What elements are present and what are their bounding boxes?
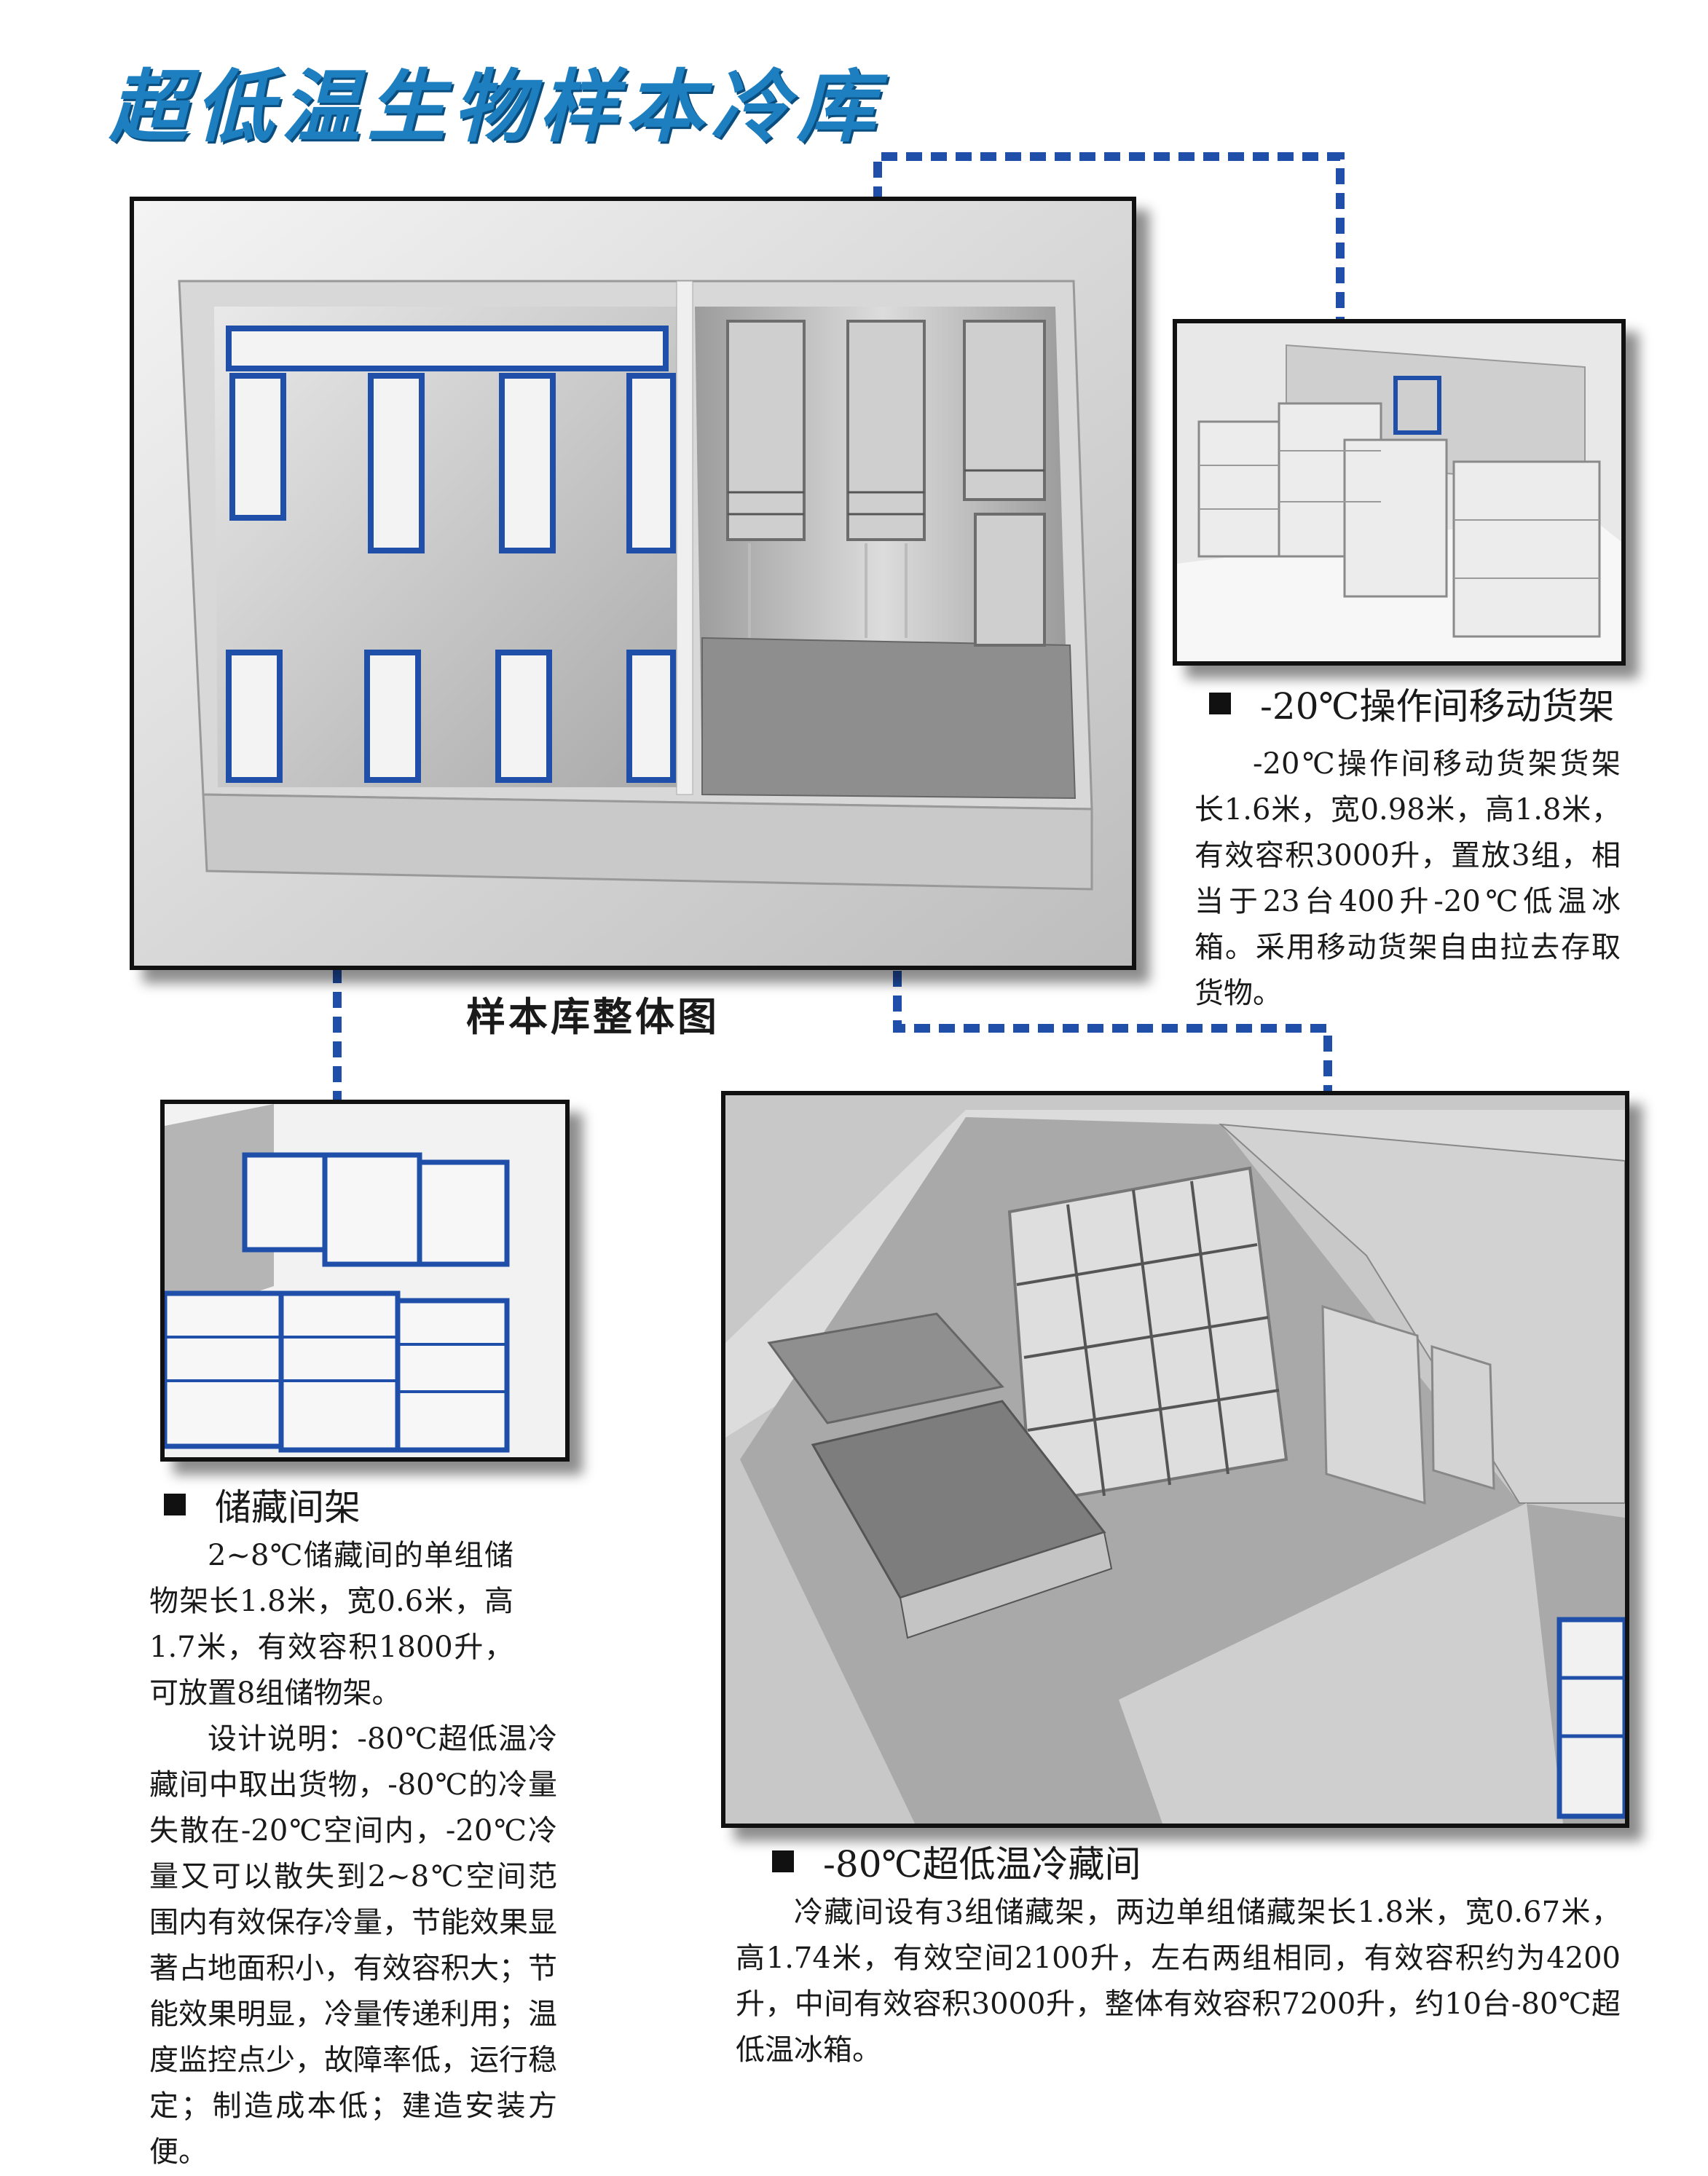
storage-shelf-body: 2~8℃储藏间的单组储物架长1.8米，宽0.6米，高1.7米，有效容积1800升…: [149, 1539, 513, 1710]
ultra-low-room-image: [721, 1091, 1629, 1828]
bullet-square-icon: [164, 1494, 186, 1515]
mobile-shelf-heading-text: -20℃操作间移动货架: [1260, 685, 1615, 728]
overall-figure-caption: 样本库整体图: [466, 993, 720, 1040]
ultra-low-room-heading-text: -80℃超低温冷藏间: [823, 1843, 1141, 1885]
storage-shelf-image: [160, 1100, 570, 1462]
overall-layout-image: [130, 197, 1136, 970]
page-title: 超低温生物样本冷库: [109, 62, 883, 153]
bullet-square-icon: [1209, 693, 1231, 714]
ultra-low-room-body: 冷藏间设有3组储藏架，两边单组储藏架长1.8米，宽0.67米，高1.74米，有效…: [736, 1896, 1621, 2067]
mobile-shelf-heading: -20℃操作间移动货架: [1209, 677, 1614, 730]
design-note: 设计说明：-80℃超低温冷藏间中取出货物，-80℃的冷量失散在-20℃空间内，-…: [149, 1722, 557, 2169]
ultra-low-room-description: 冷藏间设有3组储藏架，两边单组储藏架长1.8米，宽0.67米，高1.74米，有效…: [736, 1890, 1621, 2073]
storage-shelf-description: 2~8℃储藏间的单组储物架长1.8米，宽0.6米，高1.7米，有效容积1800升…: [149, 1533, 557, 2175]
ultra-low-room-heading: -80℃超低温冷藏间: [772, 1835, 1141, 1888]
bullet-square-icon: [772, 1850, 794, 1872]
mobile-shelf-description: -20℃操作间移动货架货架长1.6米，宽0.98米，高1.8米，有效容积3000…: [1195, 741, 1621, 1017]
mobile-shelf-body: -20℃操作间移动货架货架长1.6米，宽0.98米，高1.8米，有效容积3000…: [1195, 747, 1621, 1010]
mobile-shelf-image: [1173, 319, 1626, 666]
storage-shelf-heading: 储藏间架: [164, 1478, 361, 1531]
storage-shelf-heading-text: 储藏间架: [215, 1486, 361, 1529]
